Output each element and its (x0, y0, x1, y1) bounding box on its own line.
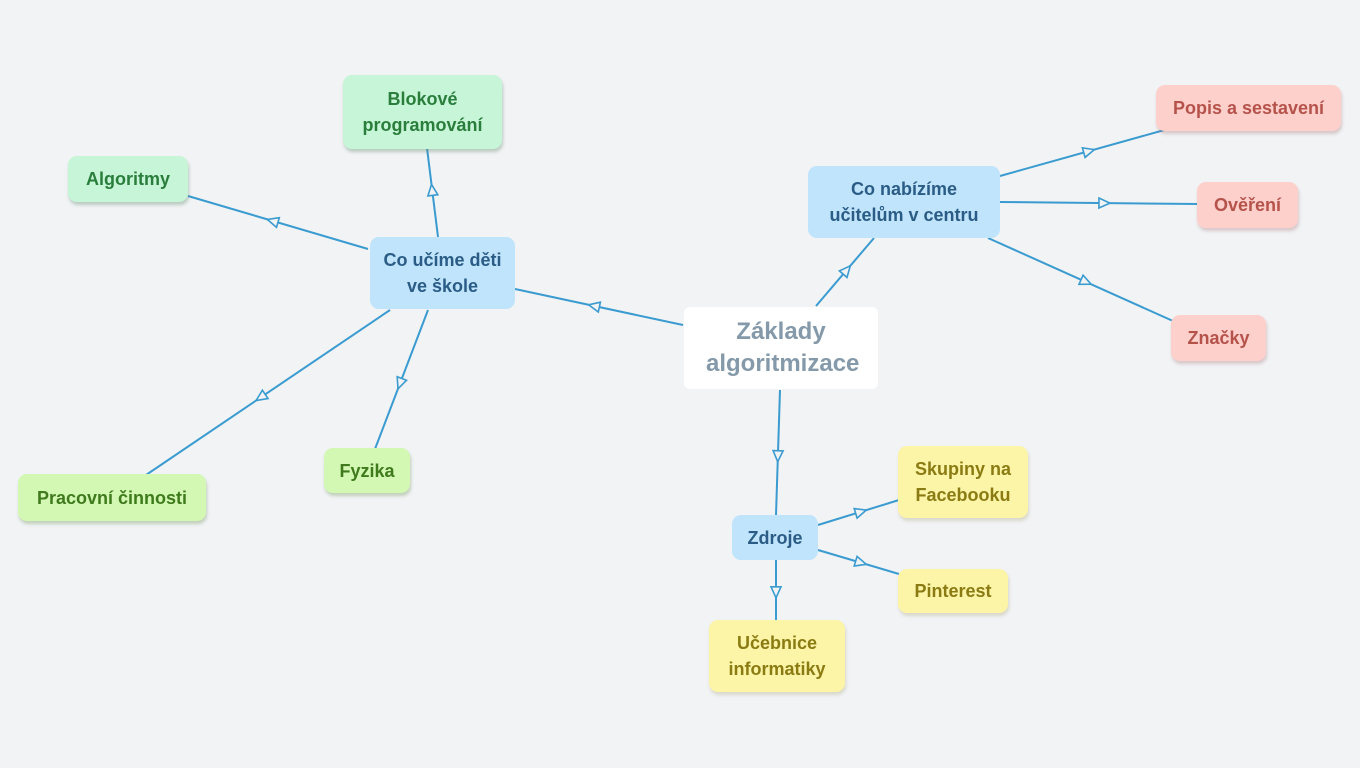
topic-teachers[interactable]: Co nabízíme učitelům v centru (808, 166, 1000, 238)
arrowhead-school-algorithms (265, 216, 281, 229)
subtopic-block-programming[interactable]: Blokové programování (343, 75, 502, 149)
arrowhead-school-practical (254, 388, 270, 402)
topic-resources-label: Zdroje (747, 527, 803, 548)
subtopic-algorithms[interactable]: Algoritmy (68, 156, 188, 202)
topic-school[interactable]: Co učíme děti ve škole (370, 237, 515, 309)
arrowhead-root-school (586, 301, 602, 314)
subtopic-description-label: Popis a sestavení (1172, 98, 1325, 118)
subtopic-verification[interactable]: Ověření (1197, 182, 1298, 228)
root-node[interactable]: Základy algoritmizace (684, 307, 878, 389)
topic-resources[interactable]: Zdroje (732, 515, 818, 560)
arrowhead-resources-textbooks (769, 585, 783, 600)
arrowhead-root-teachers (837, 264, 852, 279)
arrowhead-teachers-badges (1077, 273, 1093, 286)
subtopic-description[interactable]: Popis a sestavení (1156, 85, 1341, 131)
subtopic-pinterest[interactable]: Pinterest (898, 569, 1008, 613)
arrowhead-resources-pinterest (853, 554, 869, 567)
subtopic-badges-label: Značky (1187, 328, 1250, 348)
arrowhead-root-resources (771, 449, 785, 464)
subtopic-practical-work-label: Pracovní činnosti (36, 487, 188, 508)
subtopic-textbooks-label: Učebnice informatiky (728, 633, 826, 679)
connector-school-practical (145, 309, 391, 476)
subtopic-facebook-label: Skupiny na Facebooku (914, 459, 1012, 505)
subtopic-badges[interactable]: Značky (1171, 315, 1266, 361)
arrowhead-teachers-description (1081, 146, 1097, 159)
arrowhead-teachers-verification (1098, 196, 1112, 210)
subtopic-verification-label: Ověření (1213, 195, 1282, 215)
subtopic-physics[interactable]: Fyzika (324, 448, 410, 493)
arrowhead-school-physics (396, 375, 408, 391)
topic-school-label: Co učíme děti ve škole (383, 250, 502, 296)
subtopic-pinterest-label: Pinterest (914, 581, 992, 601)
arrowhead-school-block (426, 182, 440, 197)
root-node-label: Základy algoritmizace (706, 318, 860, 377)
subtopic-practical-work[interactable]: Pracovní činnosti (18, 474, 206, 521)
subtopic-block-programming-label: Blokové programování (362, 89, 483, 135)
subtopic-facebook[interactable]: Skupiny na Facebooku (898, 446, 1028, 518)
subtopic-physics-label: Fyzika (339, 460, 395, 481)
topic-teachers-label: Co nabízíme učitelům v centru (829, 179, 979, 225)
subtopic-textbooks[interactable]: Učebnice informatiky (709, 620, 845, 692)
arrowhead-resources-facebook (853, 507, 869, 520)
subtopic-algorithms-label: Algoritmy (85, 169, 170, 189)
